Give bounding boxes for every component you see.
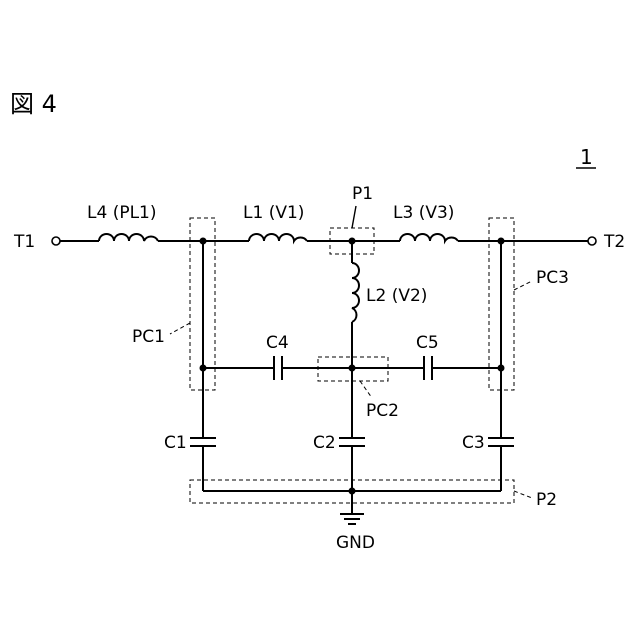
region-pc2-label: PC2 — [366, 401, 399, 421]
terminal-t1 — [52, 237, 60, 245]
capacitor-c5-label: C5 — [416, 333, 439, 353]
capacitor-c4-label: C4 — [266, 333, 289, 353]
capacitor-c1-label: C1 — [164, 433, 187, 453]
terminal-t2-label: T2 — [603, 232, 625, 252]
node-ground — [349, 488, 356, 495]
capacitor-c2-label: C2 — [313, 433, 336, 453]
region-p1-label: P1 — [352, 184, 373, 204]
node-right-top — [498, 238, 505, 245]
region-p2-label: P2 — [536, 490, 557, 510]
terminal-t1-label: T1 — [13, 232, 35, 252]
terminal-t2 — [588, 237, 596, 245]
inductor-l4-label: L4 (PL1) — [87, 203, 157, 223]
inductor-l1-label: L1 (V1) — [243, 203, 304, 223]
region-pc3-leader — [514, 281, 532, 290]
figure-title: 図 4 — [10, 90, 57, 118]
region-pc1-label: PC1 — [132, 327, 165, 347]
inductor-l1 — [249, 234, 307, 241]
region-p2-leader — [514, 491, 532, 498]
region-pc3-label: PC3 — [536, 268, 569, 288]
node-pc2 — [349, 365, 356, 372]
region-p1-leader — [352, 206, 356, 228]
node-p1 — [349, 238, 356, 245]
region-pc2-leader — [360, 381, 372, 398]
region-pc1-leader — [170, 323, 190, 334]
inductor-l3-label: L3 (V3) — [393, 203, 454, 223]
inductor-l2 — [352, 263, 359, 322]
ground-label: GND — [336, 533, 375, 553]
node-left-top — [200, 238, 207, 245]
node-right-mid — [498, 365, 505, 372]
inductor-l2-label: L2 (V2) — [366, 286, 427, 306]
inductor-l4 — [99, 234, 158, 241]
capacitor-c3-label: C3 — [462, 433, 485, 453]
reference-numeral: 1 — [580, 145, 593, 169]
inductor-l3 — [400, 234, 458, 241]
node-left-mid — [200, 365, 207, 372]
